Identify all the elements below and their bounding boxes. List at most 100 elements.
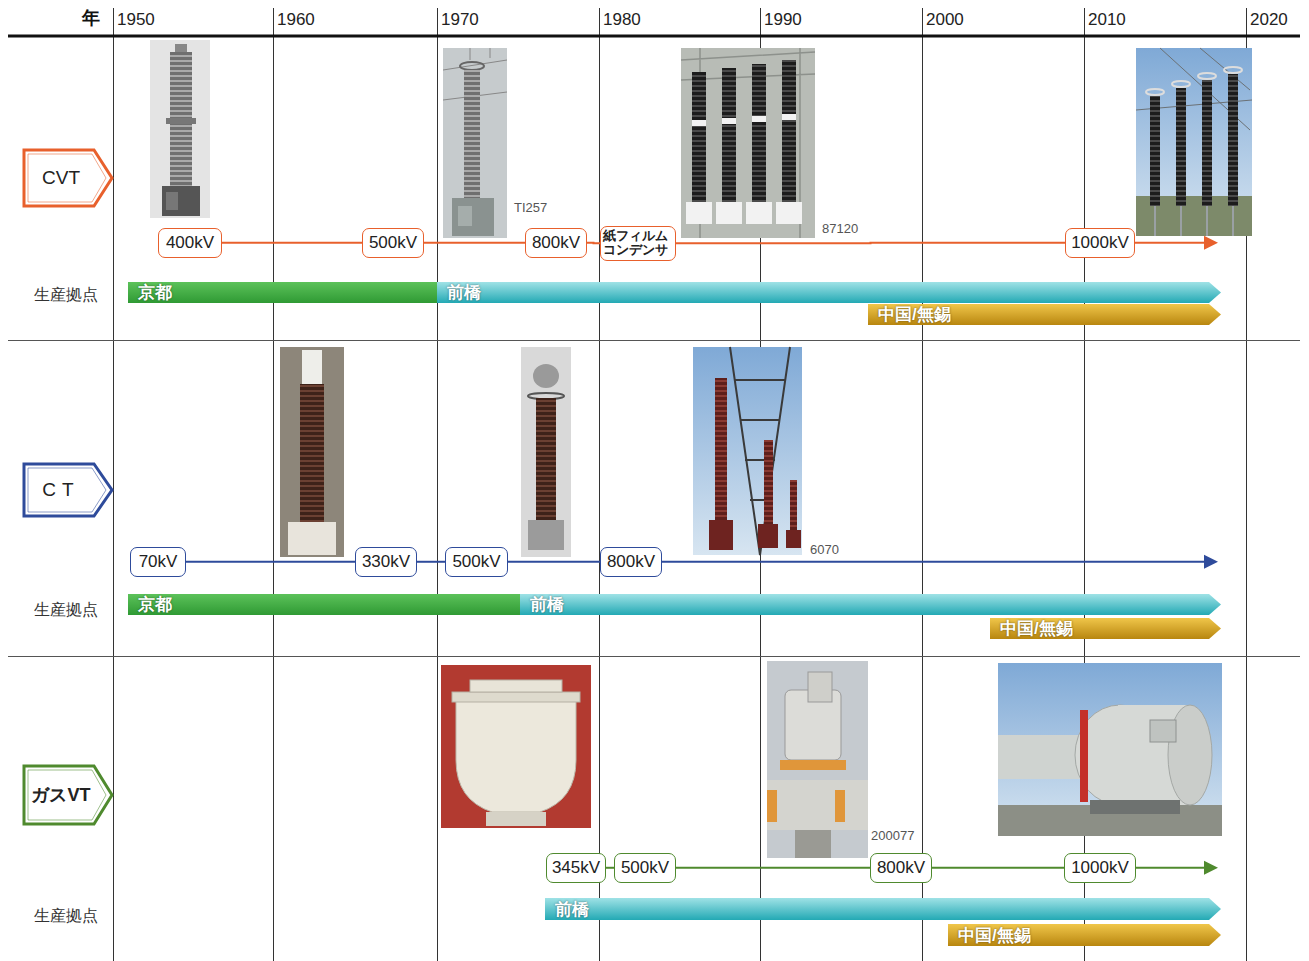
unit-label: 年 bbox=[82, 9, 100, 27]
photo-number: 6070 bbox=[810, 543, 839, 556]
voltage-label: 800kV bbox=[607, 552, 655, 571]
voltage-label: 800kV bbox=[532, 233, 580, 252]
year-label: 1990 bbox=[764, 11, 802, 28]
voltage-label: 1000kV bbox=[1071, 858, 1129, 877]
voltage-box: 500kV bbox=[445, 547, 508, 577]
cvt-photo-1 bbox=[150, 40, 210, 218]
site-band: 前橋 bbox=[545, 898, 1221, 920]
site-band: 中国/無錫 bbox=[990, 618, 1221, 639]
site-name: 前橋 bbox=[530, 593, 564, 616]
section-divider bbox=[8, 656, 1300, 657]
timeline-connector bbox=[587, 242, 600, 245]
ct-photo-2 bbox=[521, 347, 571, 557]
voltage-label: 400kV bbox=[166, 233, 214, 252]
voltage-box: 400kV bbox=[158, 228, 222, 258]
cvt-photo-3 bbox=[681, 48, 815, 238]
cvt-photo-4 bbox=[1136, 48, 1252, 236]
ct-photo-3 bbox=[693, 347, 802, 555]
voltage-label: 330kV bbox=[362, 552, 410, 571]
timeline-connector bbox=[676, 242, 1065, 245]
year-label: 1950 bbox=[117, 11, 155, 28]
timeline-connector bbox=[222, 242, 362, 244]
band-shape bbox=[520, 594, 1221, 615]
voltage-box: 1000kV bbox=[1065, 228, 1135, 258]
site-band: 京都 bbox=[128, 594, 521, 615]
site-band: 前橋 bbox=[437, 282, 1221, 303]
voltage-label: 70kV bbox=[139, 552, 178, 571]
year-label: 1980 bbox=[603, 11, 641, 28]
section-divider bbox=[8, 340, 1300, 341]
voltage-box: 70kV bbox=[130, 547, 186, 577]
voltage-box: 1000kV bbox=[1064, 853, 1136, 883]
cvt-photo-2 bbox=[443, 48, 507, 238]
voltage-label: 500kV bbox=[621, 858, 669, 877]
site-band: 前橋 bbox=[520, 594, 1221, 615]
voltage-box: 500kV bbox=[614, 853, 676, 883]
voltage-box: 500kV bbox=[362, 228, 424, 258]
voltage-box: 800kV bbox=[600, 547, 662, 577]
site-band: 中国/無錫 bbox=[868, 304, 1221, 325]
voltage-box: 330kV bbox=[355, 547, 417, 577]
voltage-box: 800kV bbox=[525, 228, 587, 258]
timeline-arrow-head bbox=[1204, 555, 1218, 569]
voltage-label: 紙フィルム コンデンサ bbox=[603, 228, 668, 257]
voltage-box: 紙フィルム コンデンサ bbox=[600, 226, 676, 261]
ct-photo-1 bbox=[280, 347, 344, 557]
band-shape bbox=[545, 898, 1221, 920]
gasvt-photo-3 bbox=[998, 663, 1222, 836]
site-band: 中国/無錫 bbox=[948, 924, 1221, 946]
row-label: 生産拠点 bbox=[34, 602, 98, 618]
timeline-tail bbox=[662, 561, 1208, 563]
timeline-connector bbox=[424, 242, 525, 244]
row-label: 生産拠点 bbox=[34, 908, 98, 924]
site-name: 中国/無錫 bbox=[878, 303, 951, 326]
timeline-tail bbox=[1136, 867, 1208, 869]
timeline-tail bbox=[1135, 242, 1208, 244]
photo-number: 87120 bbox=[822, 222, 858, 235]
site-band: 京都 bbox=[128, 282, 438, 303]
timeline-connector bbox=[606, 867, 614, 869]
category-tag: ガスVT bbox=[22, 764, 114, 826]
voltage-label: 800kV bbox=[877, 858, 925, 877]
voltage-label: 500kV bbox=[369, 233, 417, 252]
timeline-connector bbox=[676, 867, 870, 869]
year-gridlines bbox=[114, 8, 1247, 961]
year-label: 2020 bbox=[1250, 11, 1288, 28]
year-label: 1960 bbox=[277, 11, 315, 28]
year-label: 2000 bbox=[926, 11, 964, 28]
header-rule bbox=[8, 35, 1300, 38]
timeline-connector bbox=[508, 561, 600, 563]
timeline-connector bbox=[186, 561, 355, 563]
category-name: ガスVT bbox=[31, 783, 90, 807]
site-name: 中国/無錫 bbox=[1000, 617, 1073, 640]
photo-number: TI257 bbox=[514, 201, 547, 214]
site-name: 京都 bbox=[138, 593, 172, 616]
category-name: CT bbox=[42, 479, 79, 501]
timeline-connector bbox=[417, 561, 445, 563]
site-name: 京都 bbox=[138, 281, 172, 304]
year-label: 1970 bbox=[441, 11, 479, 28]
category-tag: CVT bbox=[22, 148, 114, 208]
gasvt-photo-1 bbox=[441, 665, 591, 828]
voltage-label: 1000kV bbox=[1071, 233, 1129, 252]
band-shape bbox=[437, 282, 1221, 303]
category-tag: CT bbox=[22, 462, 114, 518]
voltage-box: 800kV bbox=[870, 853, 932, 883]
row-label: 生産拠点 bbox=[34, 287, 98, 303]
timeline-connector bbox=[932, 867, 1064, 869]
timeline-arrow-head bbox=[1204, 861, 1218, 875]
voltage-label: 500kV bbox=[452, 552, 500, 571]
voltage-label: 345kV bbox=[552, 858, 600, 877]
band-shape bbox=[128, 594, 521, 615]
site-name: 中国/無錫 bbox=[958, 924, 1031, 947]
site-name: 前橋 bbox=[447, 281, 481, 304]
photo-number: 200077 bbox=[871, 829, 914, 842]
site-name: 前橋 bbox=[555, 898, 589, 921]
voltage-box: 345kV bbox=[546, 853, 606, 883]
gasvt-photo-2 bbox=[767, 661, 868, 858]
year-label: 2010 bbox=[1088, 11, 1126, 28]
band-shape bbox=[128, 282, 438, 303]
